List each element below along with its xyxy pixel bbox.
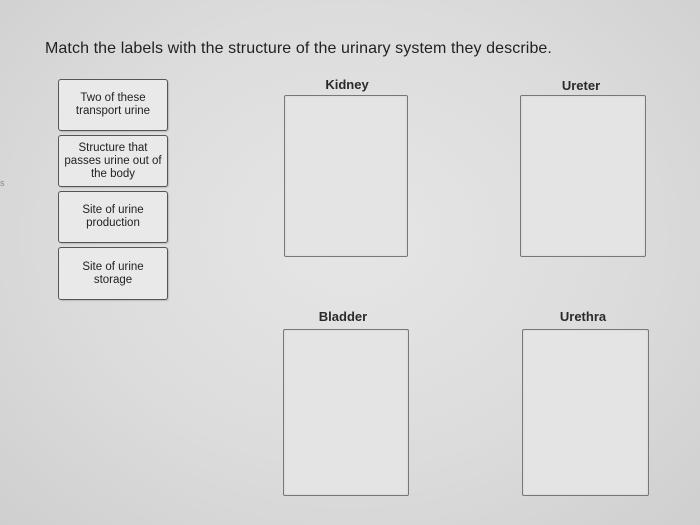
target-title-kidney: Kidney [325,77,369,92]
target-title-urethra: Urethra [559,309,607,324]
target-title-ureter: Ureter [561,78,601,93]
target-title-bladder: Bladder [318,309,368,324]
draggable-label-transport-urine[interactable]: Two of these transport urine [58,79,168,131]
label-text: Structure that passes urine out of the b… [64,141,162,180]
drop-zone-urethra[interactable] [522,329,649,496]
draggable-label-passes-urine-out[interactable]: Structure that passes urine out of the b… [58,135,168,187]
instructions-text: Match the labels with the structure of t… [45,40,552,57]
draggable-label-urine-production[interactable]: Site of urine production [58,191,168,243]
draggable-label-urine-storage[interactable]: Site of urine storage [58,247,168,300]
label-text: Site of urine production [82,204,144,229]
edge-mark: s [0,178,5,188]
label-text: Two of these transport urine [75,92,151,117]
drop-zone-kidney[interactable] [284,95,408,257]
drop-zone-ureter[interactable] [520,95,646,257]
label-text: Site of urine storage [82,260,144,286]
drop-zone-bladder[interactable] [283,329,409,496]
